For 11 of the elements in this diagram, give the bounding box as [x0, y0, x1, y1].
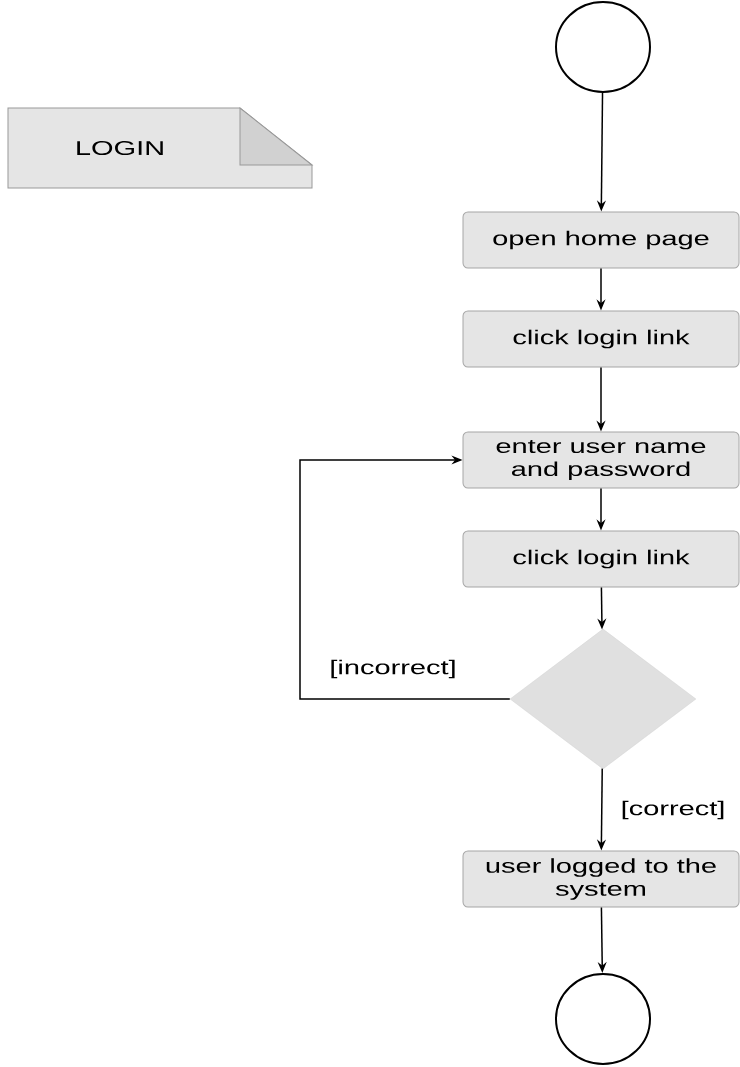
edge-label: [incorrect]: [331, 659, 455, 679]
action-box: click login link: [462, 310, 740, 368]
edge-label: [correct]: [622, 800, 724, 820]
end-circle: [555, 973, 651, 1065]
action-box: open home page: [462, 211, 740, 269]
action-box: user logged to the system: [462, 850, 740, 908]
start-circle: [555, 1, 651, 93]
action-box: click login link: [462, 530, 740, 588]
arrow: [299, 455, 511, 700]
decision-diamond: [509, 628, 697, 770]
action-box: enter user name and password: [462, 431, 740, 489]
